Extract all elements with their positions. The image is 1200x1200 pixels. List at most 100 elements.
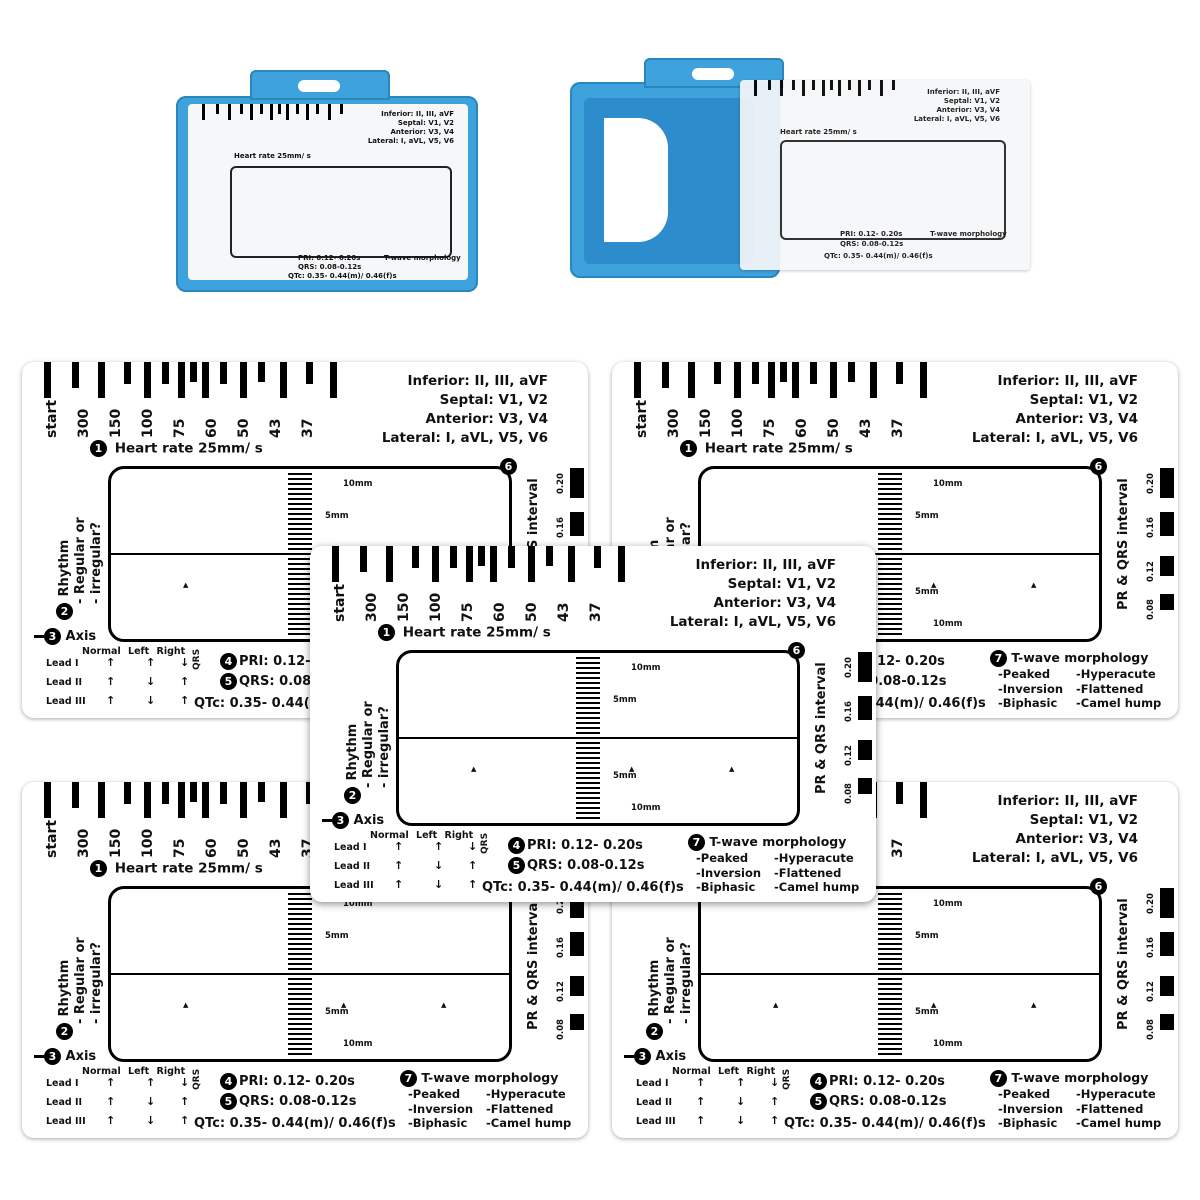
axis-arrow: ↑	[146, 656, 156, 669]
t-wave-section: 7 T-wave morphology -Peaked-Hyperacute -…	[688, 834, 864, 895]
ruler-tick	[568, 546, 575, 582]
heart-rate-label: 150	[698, 408, 714, 438]
interval-label: 0.12	[844, 745, 854, 766]
heart-rate-label: 60	[204, 838, 220, 858]
ruler-tick	[44, 782, 51, 818]
lead-inferior: Inferior: II, III, aVF	[407, 373, 548, 389]
mini-ruler-tick	[868, 80, 871, 90]
step-number: 4	[220, 653, 237, 670]
ruler-tick	[178, 362, 185, 398]
interval-label: 0.20	[1146, 473, 1156, 494]
mini-pri: PRI: 0.12- 0.20s	[298, 254, 361, 262]
axis-arrow: ↑	[180, 694, 190, 707]
ruler-tick	[220, 782, 227, 804]
interval-label: 0.12	[1146, 981, 1156, 1002]
lead-inferior: Inferior: II, III, aVF	[695, 557, 836, 573]
rhythm-label: 2 Rhythm - Regular or - irregular?	[56, 900, 116, 1040]
axis-arrow: ↑	[696, 1076, 706, 1089]
lead-anterior: Anterior: V3, V4	[713, 595, 837, 611]
qrs-value: QRS: 0.08-0.12s	[239, 1094, 357, 1109]
mm-scale	[878, 893, 902, 1057]
step-number: 3	[634, 1048, 651, 1065]
axis-columns: Normal Left Right	[82, 1066, 186, 1077]
ruler-tick	[98, 362, 105, 398]
axis-section: 3 Axis Normal Left Right Lead I↑↑↓Lead I…	[34, 1048, 202, 1127]
ruler-tick	[306, 362, 313, 384]
axis-arrow: ↑	[394, 840, 404, 853]
heart-rate-label: 43	[858, 418, 874, 438]
heart-rate-label: 60	[794, 418, 810, 438]
ruler-tick	[240, 362, 247, 398]
step-number: 1	[90, 860, 107, 877]
scale-label: 10mm	[631, 663, 661, 673]
heart-rate-label: start	[634, 399, 650, 438]
rhythm-label: 2 Rhythm - Regular or - irregular?	[56, 480, 116, 620]
lead-name: Lead I	[46, 1078, 79, 1089]
step-number: 4	[220, 1073, 237, 1090]
marker-triangle: ▲	[1031, 581, 1037, 589]
heart-rate-ruler	[44, 362, 337, 398]
mini-tw-title: T-wave morphology	[384, 254, 461, 262]
axis-arrow: ↑	[736, 1076, 746, 1089]
lead-septal: Septal: V1, V2	[439, 392, 548, 408]
qtc-value: QTc: 0.35- 0.44(m)/ 0.46(f)s	[784, 1116, 986, 1131]
ruler-tick	[830, 362, 837, 398]
ruler-tick	[450, 546, 457, 568]
mini-ruler-tick	[278, 104, 281, 114]
scale-label: 10mm	[933, 899, 963, 909]
lead-anterior: Anterior: V3, V4	[425, 411, 549, 427]
heart-rate-title: 1 Heart rate 25mm/ s	[90, 860, 263, 877]
mm-scale	[576, 657, 600, 821]
mini-ruler-tick	[822, 80, 825, 96]
heart-rate-label: start	[44, 399, 60, 438]
marker-triangle: ▲	[729, 765, 735, 773]
lead-territories: Inferior: II, III, aVF Septal: V1, V2 An…	[382, 372, 548, 448]
holder-clip-slot	[298, 80, 340, 92]
interval-bar	[858, 652, 872, 682]
ruler-tick	[432, 546, 439, 582]
heart-rate-label: 43	[268, 838, 284, 858]
marker-triangle: ▲	[183, 581, 189, 589]
mini-qtc: QTc: 0.35- 0.44(m)/ 0.46(f)s	[824, 252, 933, 260]
scale-label: 5mm	[915, 511, 939, 521]
axis-arrow: ↓	[146, 675, 156, 688]
heart-rate-label: 60	[492, 602, 508, 622]
marker-triangle: ▲	[1031, 1001, 1037, 1009]
lead-name: Lead I	[46, 658, 79, 669]
axis-row: Lead III↑↓↑	[46, 1114, 189, 1127]
ruler-tick	[124, 782, 131, 804]
axis-arrow: ↓	[434, 878, 444, 891]
mini-ruler-tick	[754, 80, 757, 96]
axis-section: 3 Axis Normal Left Right Lead I↑↑↓Lead I…	[624, 1048, 792, 1127]
axis-arrow: ↑	[106, 1095, 116, 1108]
heart-rate-label: 75	[172, 418, 188, 438]
axis-columns: Normal Left Right	[672, 1066, 776, 1077]
lead-name: Lead I	[636, 1078, 669, 1089]
step-number: 5	[220, 1093, 237, 1110]
interval-label: 0.16	[1146, 937, 1156, 958]
mm-scale	[878, 473, 902, 637]
axis-arrow: ↓	[180, 1076, 190, 1089]
scale-label: 5mm	[915, 587, 939, 597]
mm-scale	[288, 473, 312, 637]
ruler-tick	[386, 546, 393, 582]
axis-row: Lead III↑↓↑	[46, 694, 189, 707]
ruler-tick	[546, 546, 553, 566]
interval-bar	[1160, 932, 1174, 956]
heart-rate-label: 300	[76, 408, 92, 438]
axis-qrs-label: QRS	[480, 832, 490, 854]
axis-section: 3 Axis Normal Left Right Lead I↑↑↓Lead I…	[322, 812, 490, 891]
heart-rate-label: 50	[826, 418, 842, 438]
interval-bar	[1160, 512, 1174, 536]
lead-name: Lead II	[636, 1097, 673, 1108]
ruler-tick	[98, 782, 105, 818]
ruler-tick	[734, 362, 741, 398]
holder-clip-slot	[692, 68, 734, 80]
heart-rate-label: 50	[524, 602, 540, 622]
axis-arrow: ↑	[770, 1114, 780, 1127]
ruler-tick	[896, 362, 903, 384]
interval-title: PR & QRS interval	[1116, 898, 1131, 1030]
